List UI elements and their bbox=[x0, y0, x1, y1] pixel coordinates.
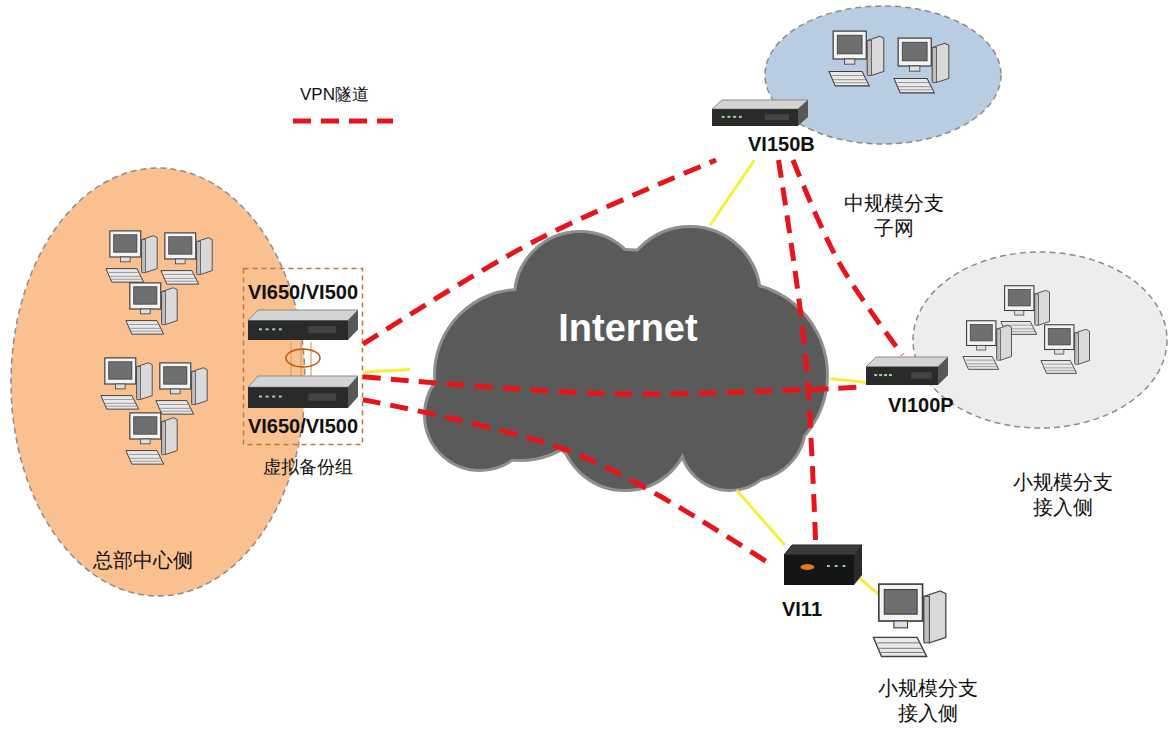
network-node: 小规模分支 接入侧 bbox=[910, 250, 1172, 535]
ha-ring bbox=[286, 349, 320, 367]
node-shape bbox=[762, 3, 1002, 253]
pc-icon bbox=[126, 283, 177, 334]
pc-icon bbox=[963, 321, 1012, 370]
network-node: VI150B bbox=[712, 98, 839, 160]
network-node: VI11 bbox=[772, 545, 867, 624]
access-link bbox=[736, 490, 784, 545]
vpn-box-icon bbox=[784, 545, 862, 585]
node-label: VI100P bbox=[888, 393, 972, 418]
legend-text: VPN隧道 bbox=[300, 84, 369, 105]
pc-icon bbox=[156, 363, 207, 414]
ha-link bbox=[290, 342, 291, 376]
rack-device-icon bbox=[712, 100, 808, 126]
ha-link bbox=[310, 342, 311, 376]
rack-device-icon bbox=[866, 357, 948, 385]
node-label: 虚拟备份组 bbox=[258, 456, 358, 479]
network-node: 总部中心侧 bbox=[8, 165, 308, 600]
pc-icon bbox=[1041, 325, 1090, 374]
pc-icon bbox=[873, 584, 945, 656]
pc-icon bbox=[126, 413, 177, 464]
node-label: VI150B bbox=[748, 132, 837, 157]
node-label: 中规模分支 子网 bbox=[840, 191, 948, 241]
access-link bbox=[710, 160, 754, 225]
node-label: Internet bbox=[528, 305, 728, 353]
node-label: 总部中心侧 bbox=[83, 548, 203, 573]
network-node: VI100P bbox=[866, 355, 976, 421]
node-shape bbox=[8, 165, 308, 600]
network-node: VI650/VI500 bbox=[231, 278, 377, 342]
node-label: 小规模分支 接入侧 bbox=[1005, 470, 1120, 520]
access-link bbox=[363, 369, 410, 372]
pc-icon bbox=[894, 38, 949, 93]
node-label: VI650/VI500 bbox=[231, 414, 375, 439]
node-label: VI650/VI500 bbox=[231, 280, 375, 305]
network-node: Internet bbox=[410, 225, 830, 490]
network-node: 虚拟备份组VI650/VI500VI650/VI500 bbox=[243, 268, 363, 483]
network-node: 中规模分支 子网 bbox=[762, 3, 1002, 253]
pc-icon bbox=[101, 358, 152, 409]
legend-line bbox=[293, 119, 393, 124]
pc-icon bbox=[829, 31, 884, 86]
node-label: VI11 bbox=[772, 597, 832, 622]
site-label: 小规模分支 接入侧 bbox=[868, 676, 988, 726]
rack-device-icon bbox=[248, 376, 358, 408]
site-ellipse bbox=[765, 6, 1001, 144]
rack-device-icon bbox=[248, 310, 358, 340]
pc-icon bbox=[161, 233, 212, 284]
network-node: VI650/VI500 bbox=[231, 376, 377, 442]
internet-cloud bbox=[425, 227, 827, 490]
pc-icon bbox=[106, 231, 157, 282]
ha-link bbox=[300, 342, 301, 376]
node-shape bbox=[410, 225, 830, 490]
access-link bbox=[830, 379, 866, 383]
